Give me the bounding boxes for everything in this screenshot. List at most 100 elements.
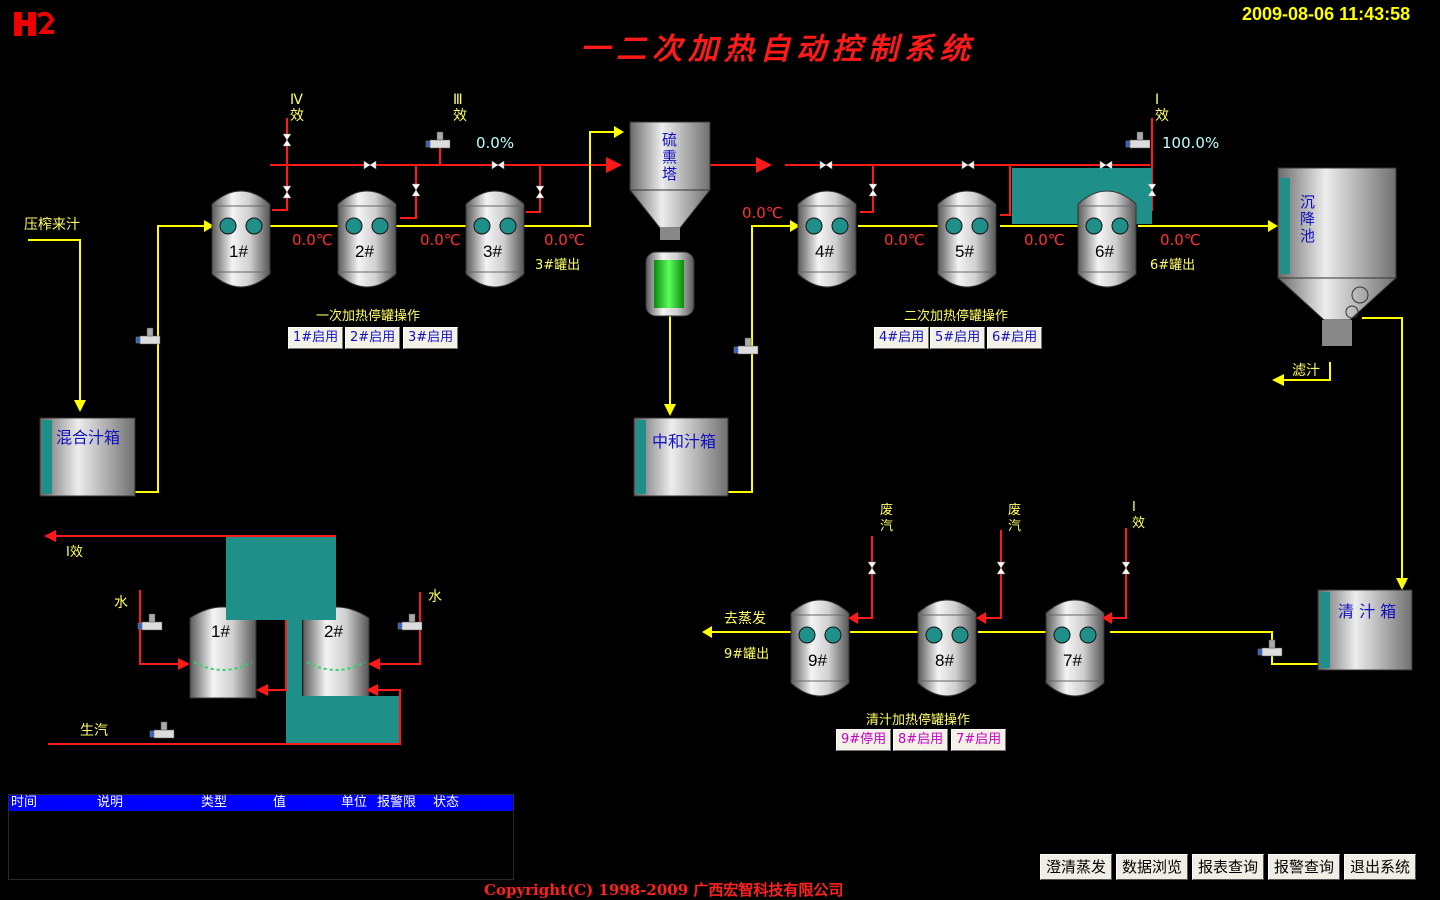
valve-v-3[interactable] — [535, 185, 545, 199]
second-heating-section-label: 二次加热停罐操作 — [904, 309, 1009, 324]
vessel-5-enable-button[interactable]: 5#启用 — [930, 327, 986, 349]
col-time: 时间 — [11, 795, 38, 810]
sulfur-tower — [628, 121, 712, 240]
vessel-3-enable-button[interactable]: 3#启用 — [403, 327, 459, 349]
mix-tank-label: 混合汁箱 — [56, 428, 121, 447]
outlet-6-label: 6#罐出 — [1150, 258, 1196, 273]
temp-3: 0.0℃ — [544, 231, 585, 249]
vessel-1 — [211, 190, 271, 288]
valve-v-2[interactable] — [411, 183, 421, 197]
control-valve-8[interactable] — [149, 721, 175, 739]
vessel-2 — [337, 190, 397, 288]
clear-juice-tank — [1317, 589, 1413, 671]
control-valve-6[interactable] — [137, 613, 163, 631]
vessel-5 — [937, 190, 997, 288]
valve-v-6[interactable] — [867, 561, 877, 575]
control-valve-5[interactable] — [1257, 639, 1283, 657]
vessel-8-enable-button[interactable]: 8#启用 — [893, 729, 949, 751]
valve-v-4[interactable] — [868, 183, 878, 197]
to-evaporation-label: 去蒸发 — [724, 611, 766, 627]
steam-8-label: 废汽 — [1008, 503, 1022, 534]
vessel-2-enable-button[interactable]: 2#启用 — [345, 327, 401, 349]
col-type: 类型 — [201, 795, 228, 810]
col-limit: 报警限 — [377, 795, 417, 810]
vessel-7 — [1045, 599, 1105, 697]
vessel-4-enable-button[interactable]: 4#启用 — [874, 327, 930, 349]
vessel-1-label: 1# — [229, 242, 248, 261]
raw-steam-label: 生汽 — [80, 723, 108, 739]
page-title: 一二次加热自动控制系统 — [580, 32, 976, 67]
vessel-7-enable-button[interactable]: 7#启用 — [951, 729, 1007, 751]
water-right-label: 水 — [428, 589, 442, 605]
col-unit: 单位 — [341, 795, 368, 810]
vessel-4-label: 4# — [815, 242, 834, 261]
vessel-9-disable-button[interactable]: 9#停用 — [836, 729, 892, 751]
water-left-label: 水 — [114, 595, 128, 611]
vessel-3-label: 3# — [483, 242, 502, 261]
temp-1: 0.0℃ — [292, 231, 333, 249]
copyright: Copyright(C) 1998-2009 广西宏智科技有限公司 — [484, 881, 844, 899]
valve-v-7[interactable] — [996, 561, 1006, 575]
col-status: 状态 — [433, 795, 460, 810]
valve-h-2[interactable] — [819, 160, 833, 170]
vessel-7-label: 7# — [1063, 651, 1082, 670]
neutral-tank-label: 中和汁箱 — [652, 432, 717, 451]
control-valve-7[interactable] — [397, 613, 423, 631]
valve-h-3[interactable] — [961, 160, 975, 170]
temp-5: 0.0℃ — [1024, 231, 1065, 249]
temp-6: 0.0℃ — [1160, 231, 1201, 249]
inlet-label: 压榨来汁 — [24, 217, 80, 233]
vessel-6-label: 6# — [1095, 242, 1114, 261]
effect-iii-label: Ⅲ效 — [453, 92, 467, 124]
filtrate-label: 滤汁 — [1292, 363, 1320, 379]
valve-h-4[interactable] — [1099, 160, 1113, 170]
valve-v-5[interactable] — [1147, 183, 1157, 197]
temp-2: 0.0℃ — [420, 231, 461, 249]
vessel-8-label: 8# — [935, 651, 954, 670]
nav-report-query-button[interactable]: 报表查询 — [1192, 854, 1264, 880]
nav-data-browse-button[interactable]: 数据浏览 — [1116, 854, 1188, 880]
valve-v-0[interactable] — [282, 133, 292, 147]
temp-4: 0.0℃ — [884, 231, 925, 249]
clear-heating-section-label: 清汁加热停罐操作 — [866, 713, 971, 728]
control-valve-4[interactable] — [1125, 131, 1151, 149]
clear-tank-label: 清 汁 箱 — [1338, 602, 1397, 621]
effect-iv-label: Ⅳ效 — [290, 92, 304, 124]
outlet-9-label: 9#罐出 — [724, 647, 770, 662]
vessel-4 — [797, 190, 857, 288]
evaporator-1 — [189, 606, 257, 699]
vessel-1-enable-button[interactable]: 1#启用 — [288, 327, 344, 349]
col-desc: 说明 — [97, 795, 124, 810]
vessel-6 — [1077, 190, 1137, 288]
vessel-2-label: 2# — [355, 242, 374, 261]
evaporator-1-label: 1# — [211, 622, 230, 641]
valve-v-1[interactable] — [282, 185, 292, 199]
valve-h-0[interactable] — [363, 160, 377, 170]
valve-v-8[interactable] — [1121, 561, 1131, 575]
control-valve-2[interactable] — [425, 131, 451, 149]
control-valve-1[interactable] — [135, 327, 161, 345]
nav-exit-button[interactable]: 退出系统 — [1344, 854, 1416, 880]
vessel-5-label: 5# — [955, 242, 974, 261]
effect-i-label: Ⅰ效 — [1155, 92, 1169, 124]
nav-alarm-query-button[interactable]: 报警查询 — [1268, 854, 1340, 880]
settler-tank — [1276, 167, 1398, 346]
vessel-6-enable-button[interactable]: 6#启用 — [987, 327, 1043, 349]
alarm-table-header: 时间 说明 类型 值 单位 报警限 状态 — [9, 795, 513, 811]
valve-h-1[interactable] — [491, 160, 505, 170]
steam-9-label: 废汽 — [880, 503, 894, 534]
nav-clarify-evap-button[interactable]: 澄清蒸发 — [1040, 854, 1112, 880]
control-valve-3[interactable] — [733, 337, 759, 355]
system-clock: 2009-08-06 11:43:58 — [1242, 4, 1411, 24]
vessel-8 — [917, 599, 977, 697]
vessel-3 — [465, 190, 525, 288]
sulfur-tower-label: 硫熏塔 — [662, 131, 678, 183]
effect-i-bottom-label: Ⅰ效 — [66, 545, 83, 560]
steam-7-label: Ⅰ效 — [1132, 500, 1146, 531]
vessel-9 — [790, 599, 850, 697]
vessel-9-label: 9# — [808, 651, 827, 670]
evaporator-teal-body — [226, 536, 400, 744]
valve-percent-2: 100.0% — [1162, 134, 1220, 152]
mix-juice-tank — [39, 417, 136, 497]
company-logo-icon — [14, 11, 55, 36]
